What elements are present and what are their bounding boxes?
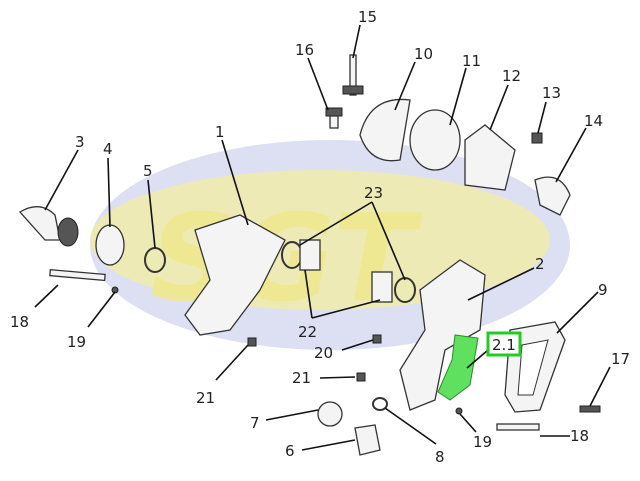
part-22-filters (299, 239, 393, 303)
callout-9: 9 (598, 281, 608, 299)
part-3-elbow (18, 206, 79, 247)
callout-2: 2 (535, 255, 545, 273)
callout-16: 16 (295, 41, 314, 59)
callout-15: 15 (358, 8, 377, 26)
part-8-oring (372, 397, 388, 411)
callout-7: 7 (250, 414, 260, 432)
part-18-bolt-right (496, 423, 540, 431)
callout-23: 23 (364, 184, 383, 202)
callout-labels: 15 16 10 11 12 13 14 3 4 5 1 23 2 9 17 1… (10, 8, 630, 466)
callout-12: 12 (502, 67, 521, 85)
callout-8: 8 (435, 448, 445, 466)
part-2-valve-body (399, 259, 486, 411)
leader-lines (34, 24, 611, 451)
callout-18-left: 18 (10, 313, 29, 331)
part-13-nut (531, 132, 543, 144)
part-21-nut-left (247, 337, 257, 347)
callout-21-left: 21 (196, 389, 215, 407)
callout-19-right: 19 (473, 433, 492, 451)
part-16-screw (325, 107, 343, 129)
callout-22: 22 (298, 323, 317, 341)
part-21-nut-right (356, 372, 366, 382)
part-17-screw (579, 405, 601, 413)
part-14-elbow (534, 176, 571, 216)
callout-11: 11 (462, 52, 481, 70)
part-18-bolt-left (49, 268, 106, 282)
part-7-nut (317, 401, 343, 427)
part-2-1-highlighted-bracket (437, 334, 479, 401)
callout-3: 3 (75, 133, 85, 151)
callout-21-right: 21 (292, 369, 311, 387)
callout-4: 4 (103, 140, 113, 158)
callout-20: 20 (314, 344, 333, 362)
callout-13: 13 (542, 84, 561, 102)
callout-14: 14 (584, 112, 603, 130)
callout-10: 10 (414, 45, 433, 63)
part-6-nipple (354, 424, 381, 456)
callout-19-left: 19 (67, 333, 86, 351)
part-10-dome-clamp (359, 98, 411, 162)
part-20-nut (372, 334, 382, 344)
callout-6: 6 (285, 442, 295, 460)
highlight-box (486, 331, 522, 357)
callout-5: 5 (143, 162, 153, 180)
part-4-nut (95, 224, 125, 266)
callout-1: 1 (215, 123, 225, 141)
callout-2-1: 2.1 (492, 336, 516, 354)
highlighted-callout-2-1[interactable]: 2.1 (486, 331, 522, 357)
part-11-dome (409, 109, 461, 171)
callout-18-right: 18 (570, 427, 589, 445)
part-15-bolt (342, 54, 364, 96)
callout-17: 17 (611, 350, 630, 368)
parts (18, 54, 601, 456)
part-12-housing (464, 124, 516, 191)
part-19-pin-right (455, 407, 463, 415)
part-1-valve-body (184, 214, 286, 336)
